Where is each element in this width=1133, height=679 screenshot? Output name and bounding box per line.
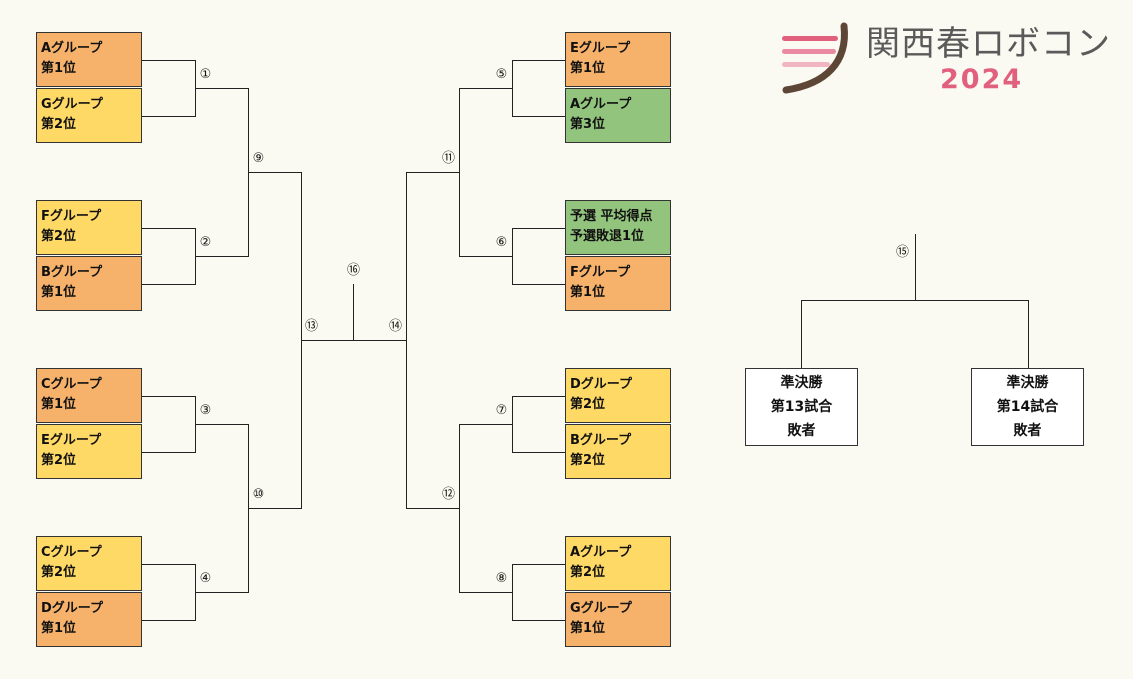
bracket-line — [248, 508, 301, 509]
team-box: Gグループ第2位 — [36, 88, 142, 143]
match-number: ⑤ — [495, 67, 508, 82]
team-box: Aグループ第3位 — [565, 88, 671, 143]
bracket-line — [512, 228, 513, 285]
bracket-line — [142, 228, 195, 229]
logo-mark-icon — [782, 22, 848, 94]
match-number: ⑦ — [495, 403, 508, 418]
bracket-line — [512, 396, 513, 453]
bracket-line — [195, 424, 248, 425]
bracket-line — [142, 452, 195, 453]
bracket-line — [195, 256, 248, 257]
team-box: Fグループ第1位 — [565, 256, 671, 311]
team-box: Eグループ第2位 — [36, 424, 142, 479]
match-number: ⑬ — [304, 319, 318, 334]
bracket-line — [512, 620, 565, 621]
semifinal-loser-box: 準決勝 第13試合 敗者 — [745, 368, 858, 446]
match-number: ⑩ — [252, 487, 265, 502]
bracket-line — [459, 592, 512, 593]
team-box: Eグループ第1位 — [565, 32, 671, 87]
team-box: Fグループ第2位 — [36, 200, 142, 255]
bracket-line — [512, 228, 565, 229]
team-box: Dグループ第1位 — [36, 592, 142, 647]
team-box: 予選 平均得点予選敗退1位 — [565, 200, 671, 255]
bracket-line — [142, 620, 195, 621]
match-number: ⑫ — [441, 487, 455, 502]
bracket-line — [248, 172, 301, 173]
bracket-line — [142, 116, 195, 117]
bracket-line — [512, 116, 565, 117]
bracket-line — [301, 340, 406, 341]
bracket-line — [512, 452, 565, 453]
match-number: ⑧ — [495, 571, 508, 586]
bracket-line — [512, 396, 565, 397]
team-box: Dグループ第2位 — [565, 368, 671, 423]
match-number: ⑮ — [895, 245, 909, 260]
team-box: Aグループ第1位 — [36, 32, 142, 87]
match-number: ① — [199, 67, 212, 82]
bracket-line — [512, 60, 513, 117]
team-box: Bグループ第2位 — [565, 424, 671, 479]
bracket-line — [142, 564, 195, 565]
bracket-line — [353, 284, 354, 340]
bracket-line — [195, 88, 248, 89]
match-number: ③ — [199, 403, 212, 418]
bracket-line — [406, 172, 459, 173]
bracket-line — [142, 284, 195, 285]
match-number: ④ — [199, 571, 212, 586]
bracket-line — [801, 300, 1029, 301]
bracket-line — [801, 300, 802, 368]
bracket-line — [142, 396, 195, 397]
bracket-line — [459, 88, 512, 89]
bracket-line — [459, 424, 460, 593]
bracket-line — [512, 564, 513, 621]
bracket-line — [915, 234, 916, 300]
team-box: Cグループ第1位 — [36, 368, 142, 423]
bracket-line — [406, 172, 407, 509]
bracket-line — [406, 508, 459, 509]
match-number: ⑨ — [252, 151, 265, 166]
event-year: 2024 — [940, 64, 1024, 95]
bracket-line — [142, 60, 195, 61]
team-box: Bグループ第1位 — [36, 256, 142, 311]
bracket-line — [459, 424, 512, 425]
bracket-line — [512, 284, 565, 285]
bracket-line — [512, 60, 565, 61]
bracket-line — [1028, 300, 1029, 368]
match-number: ⑪ — [441, 151, 455, 166]
bracket-line — [512, 564, 565, 565]
team-box: Cグループ第2位 — [36, 536, 142, 591]
team-box: Aグループ第2位 — [565, 536, 671, 591]
match-number: ⑭ — [388, 319, 402, 334]
match-number: ② — [199, 235, 212, 250]
event-title: 関西春ロボコン — [866, 24, 1111, 64]
match-number: ⑥ — [495, 235, 508, 250]
team-box: Gグループ第1位 — [565, 592, 671, 647]
bracket-line — [459, 256, 512, 257]
bracket-line — [195, 592, 248, 593]
bracket-line — [459, 88, 460, 257]
match-number: ⑯ — [346, 263, 360, 278]
semifinal-loser-box: 準決勝 第14試合 敗者 — [971, 368, 1084, 446]
